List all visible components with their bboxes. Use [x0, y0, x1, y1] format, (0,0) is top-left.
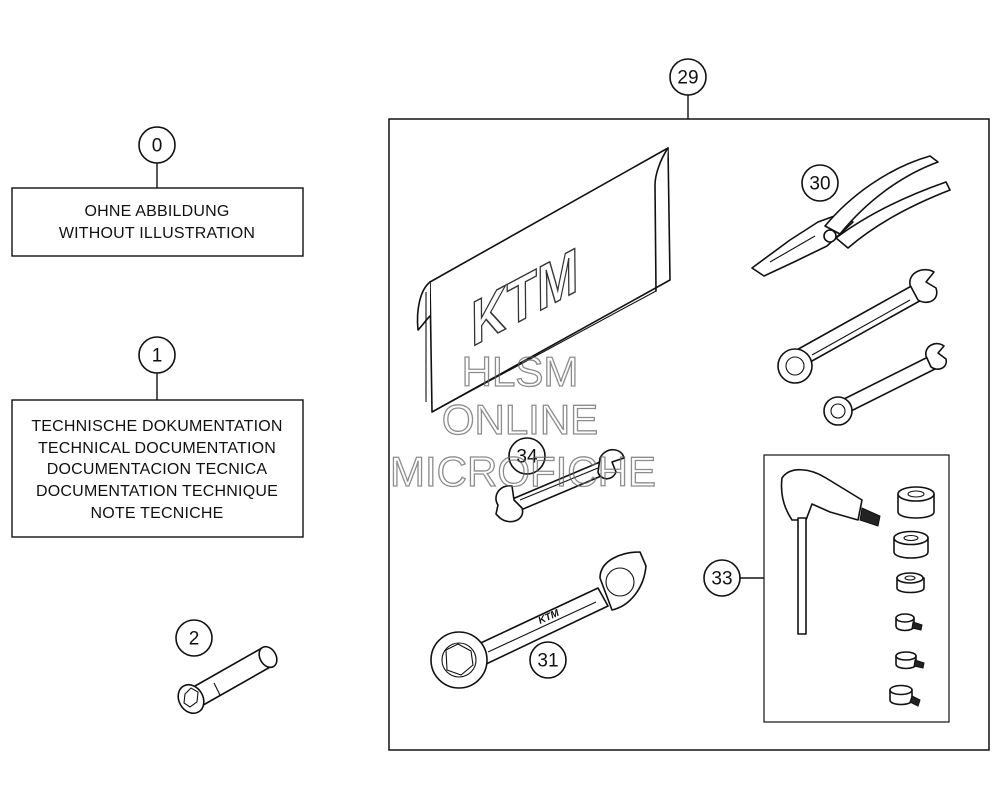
callout-33-label: 33: [711, 569, 732, 590]
socket-bit-icon[interactable]: [889, 684, 921, 707]
callout-1-label: 1: [152, 346, 163, 367]
socket-bit-icon[interactable]: [893, 530, 929, 559]
pliers-icon[interactable]: [751, 155, 951, 277]
socket-wrench-icon[interactable]: [173, 643, 280, 718]
callout-0[interactable]: 0: [138, 126, 176, 188]
note-line: WITHOUT ILLUSTRATION: [59, 225, 255, 242]
callout-31-label: 31: [537, 651, 558, 672]
callout-30-label: 30: [809, 174, 830, 195]
callout-33[interactable]: 33: [703, 559, 764, 597]
socket-bit-icon[interactable]: [896, 572, 925, 594]
open-end-wrench-icon[interactable]: [495, 448, 625, 523]
socket-bit-icon[interactable]: [897, 486, 935, 519]
callout-34-label: 34: [516, 447, 538, 468]
callout-29[interactable]: 29: [669, 58, 707, 119]
doc-line: TECHNISCHE DOKUMENTATION: [31, 418, 282, 435]
callout-0-label: 0: [152, 136, 163, 157]
note-line: OHNE ABBILDUNG: [84, 203, 229, 220]
callout-29-label: 29: [677, 68, 698, 89]
doc-line: DOCUMENTACION TECNICA: [47, 461, 268, 478]
callout-31[interactable]: 31: [529, 641, 567, 679]
watermark-line: MICROFICHE: [390, 448, 656, 495]
callout-2[interactable]: 2: [175, 619, 213, 657]
doc-line: DOCUMENTATION TECHNIQUE: [36, 483, 278, 500]
doc-line: NOTE TECNICHE: [91, 505, 224, 522]
callout-2-label: 2: [189, 629, 200, 650]
hex-key-set-frame: [763, 454, 950, 723]
watermark: HLSM ONLINE MICROFICHE: [389, 347, 656, 495]
callout-34[interactable]: 34: [508, 437, 546, 475]
callout-30[interactable]: 30: [801, 164, 839, 202]
double-ring-spanner-icon[interactable]: KTM: [430, 551, 647, 689]
doc-line: TECHNICAL DOCUMENTATION: [38, 440, 276, 457]
callout-1[interactable]: 1: [138, 336, 176, 400]
open-ring-wrench-icon[interactable]: [777, 268, 938, 384]
watermark-line: ONLINE: [442, 396, 598, 443]
watermark-line: HLSM: [462, 348, 579, 395]
note-box-without-illustration: OHNE ABBILDUNG WITHOUT ILLUSTRATION: [11, 187, 304, 257]
socket-bit-icon[interactable]: [895, 651, 925, 670]
socket-bit-icon[interactable]: [895, 613, 923, 632]
tool-bag-icon[interactable]: KTM: [416, 147, 671, 413]
t-handle-hex-key-icon[interactable]: [780, 468, 881, 635]
note-box-technical-documentation: TECHNISCHE DOKUMENTATION TECHNICAL DOCUM…: [11, 399, 304, 538]
tool-kit-frame: [388, 118, 990, 751]
small-open-ring-wrench-icon[interactable]: [823, 342, 948, 426]
socket-bit-set: [889, 486, 935, 707]
